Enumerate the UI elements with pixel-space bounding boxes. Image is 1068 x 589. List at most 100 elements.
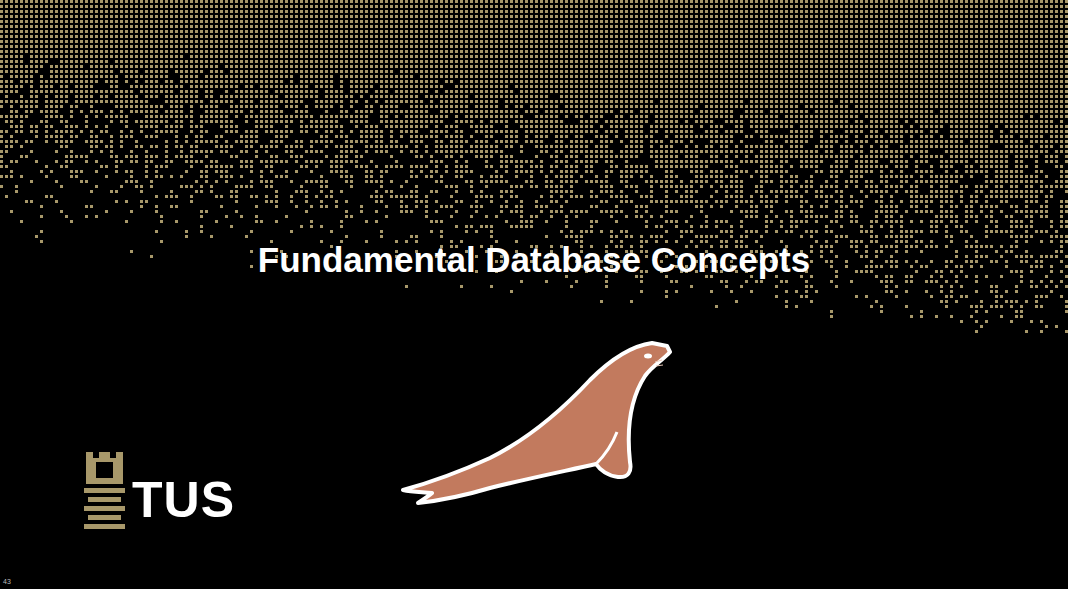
gradient-dot: [500, 0, 503, 3]
gradient-dot: [125, 45, 128, 48]
gradient-dot: [495, 10, 498, 13]
gradient-dot: [670, 10, 673, 13]
gradient-dot: [830, 10, 833, 13]
gradient-dot: [335, 15, 338, 18]
gradient-dot: [570, 15, 573, 18]
gradient-dot: [265, 15, 268, 18]
gradient-dot: [310, 25, 313, 28]
gradient-dot: [240, 20, 243, 23]
gradient-dot: [1005, 15, 1008, 18]
gradient-dot: [45, 0, 48, 3]
gradient-dot: [670, 30, 673, 33]
gradient-dot: [575, 40, 578, 43]
gradient-dot: [500, 20, 503, 23]
gradient-dot: [435, 15, 438, 18]
gradient-dot: [505, 20, 508, 23]
gradient-dot: [375, 0, 378, 3]
gradient-dot: [175, 10, 178, 13]
gradient-dot: [870, 5, 873, 8]
gradient-dot: [10, 20, 13, 23]
gradient-dot: [115, 15, 118, 18]
gradient-dot: [810, 40, 813, 43]
gradient-dot: [215, 30, 218, 33]
gradient-dot: [815, 0, 818, 3]
gradient-dot: [165, 30, 168, 33]
gradient-dot: [910, 15, 913, 18]
gradient-dot: [540, 20, 543, 23]
gradient-dot: [405, 10, 408, 13]
gradient-dot: [480, 5, 483, 8]
gradient-dot: [195, 0, 198, 3]
gradient-dot: [580, 0, 583, 3]
gradient-dot: [220, 10, 223, 13]
gradient-dot: [295, 40, 298, 43]
gradient-dot: [650, 30, 653, 33]
gradient-dot: [735, 30, 738, 33]
gradient-dot: [640, 0, 643, 3]
gradient-dot: [560, 20, 563, 23]
gradient-dot: [525, 15, 528, 18]
gradient-dot: [830, 0, 833, 3]
gradient-dot: [925, 35, 928, 38]
gradient-dot: [180, 40, 183, 43]
gradient-dot: [330, 30, 333, 33]
gradient-dot: [255, 40, 258, 43]
gradient-dot: [95, 45, 98, 48]
gradient-dot: [1050, 30, 1053, 33]
gradient-dot: [630, 0, 633, 3]
gradient-dot: [210, 35, 213, 38]
gradient-dot: [115, 5, 118, 8]
gradient-dot: [910, 30, 913, 33]
gradient-dot: [445, 20, 448, 23]
gradient-dot: [220, 20, 223, 23]
gradient-dot: [460, 20, 463, 23]
gradient-dot: [1045, 20, 1048, 23]
gradient-dot: [850, 40, 853, 43]
gradient-dot: [765, 25, 768, 28]
gradient-dot: [800, 25, 803, 28]
gradient-dot: [230, 35, 233, 38]
gradient-dot: [1060, 35, 1063, 38]
gradient-dot: [750, 15, 753, 18]
gradient-dot: [805, 10, 808, 13]
gradient-dot: [930, 5, 933, 8]
gradient-dot: [380, 10, 383, 13]
gradient-dot: [625, 35, 628, 38]
gradient-dot: [810, 15, 813, 18]
gradient-dot: [95, 40, 98, 43]
gradient-dot: [535, 0, 538, 3]
gradient-dot: [635, 10, 638, 13]
gradient-dot: [55, 25, 58, 28]
gradient-dot: [510, 10, 513, 13]
gradient-dot: [115, 35, 118, 38]
gradient-dot: [465, 15, 468, 18]
gradient-dot: [1035, 30, 1038, 33]
gradient-dot: [40, 25, 43, 28]
gradient-dot: [470, 5, 473, 8]
gradient-dot: [5, 20, 8, 23]
gradient-dot: [835, 0, 838, 3]
gradient-dot: [120, 40, 123, 43]
gradient-dot: [845, 15, 848, 18]
gradient-dot: [915, 20, 918, 23]
gradient-dot: [1025, 30, 1028, 33]
gradient-dot: [540, 10, 543, 13]
gradient-dot: [285, 40, 288, 43]
gradient-dot: [790, 25, 793, 28]
gradient-dot: [575, 5, 578, 8]
gradient-dot: [950, 40, 953, 43]
gradient-dot: [200, 5, 203, 8]
gradient-dot: [130, 35, 133, 38]
gradient-dot: [855, 30, 858, 33]
gradient-dot: [1005, 30, 1008, 33]
gradient-dot: [385, 40, 388, 43]
gradient-dot: [305, 25, 308, 28]
gradient-dot: [200, 0, 203, 3]
gradient-dot: [280, 10, 283, 13]
gradient-dot: [405, 40, 408, 43]
gradient-dot: [470, 10, 473, 13]
gradient-dot: [485, 5, 488, 8]
gradient-dot: [815, 15, 818, 18]
gradient-dot: [460, 40, 463, 43]
gradient-dot: [715, 40, 718, 43]
